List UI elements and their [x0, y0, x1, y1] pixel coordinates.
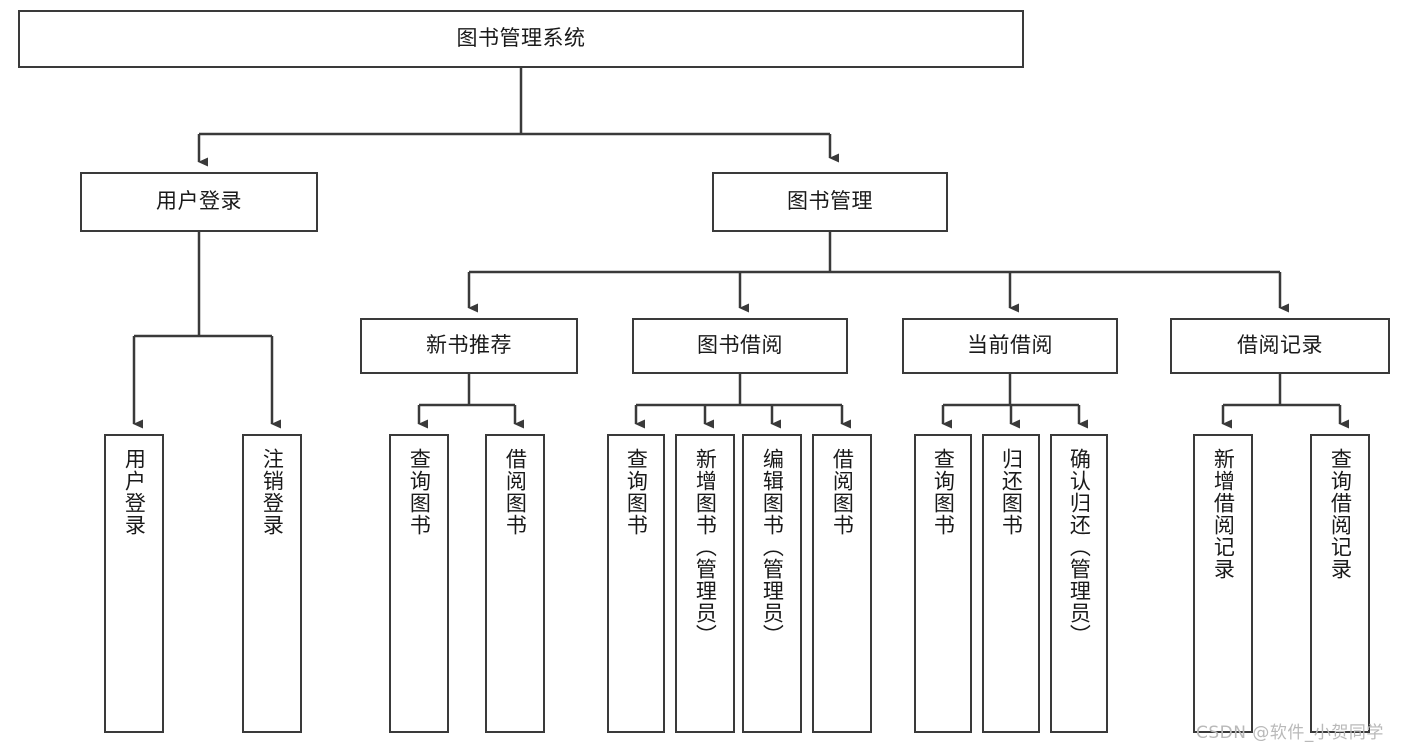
node-label: 编辑图书（管理员） [760, 448, 785, 646]
node-label: 用户登录 [122, 448, 147, 536]
node-leaf-logout[interactable]: 注销登录 [242, 434, 302, 733]
node-leaf-search-books-recommend[interactable]: 查询图书 [389, 434, 449, 733]
node-label: 借阅记录 [1237, 333, 1323, 358]
node-leaf-user-login[interactable]: 用户登录 [104, 434, 164, 733]
node-leaf-search-books-current[interactable]: 查询图书 [914, 434, 972, 733]
node-label: 注销登录 [260, 448, 285, 536]
node-label: 查询图书 [624, 448, 649, 536]
node-root-system[interactable]: 图书管理系统 [18, 10, 1024, 68]
node-book-borrow[interactable]: 图书借阅 [632, 318, 848, 374]
node-leaf-add-book-admin[interactable]: 新增图书（管理员） [675, 434, 735, 733]
node-label: 归还图书 [999, 448, 1024, 536]
node-book-management[interactable]: 图书管理 [712, 172, 948, 232]
node-label: 图书管理 [787, 189, 873, 214]
node-leaf-search-borrow-record[interactable]: 查询借阅记录 [1310, 434, 1370, 733]
node-leaf-edit-book-admin[interactable]: 编辑图书（管理员） [742, 434, 802, 733]
node-new-book-recommend[interactable]: 新书推荐 [360, 318, 578, 374]
node-label: 查询图书 [407, 448, 432, 536]
node-leaf-search-books-borrow[interactable]: 查询图书 [607, 434, 665, 733]
node-label: 新增借阅记录 [1211, 448, 1236, 580]
node-label: 借阅图书 [830, 448, 855, 536]
node-label: 查询借阅记录 [1328, 448, 1353, 580]
node-label: 查询图书 [931, 448, 956, 536]
node-user-login[interactable]: 用户登录 [80, 172, 318, 232]
node-label: 用户登录 [156, 189, 242, 214]
node-current-borrow[interactable]: 当前借阅 [902, 318, 1118, 374]
node-label: 图书管理系统 [456, 26, 586, 51]
node-label: 当前借阅 [967, 333, 1053, 358]
node-label: 新增图书（管理员） [693, 448, 718, 646]
node-borrow-records[interactable]: 借阅记录 [1170, 318, 1390, 374]
node-label: 图书借阅 [697, 333, 783, 358]
node-leaf-borrow-books[interactable]: 借阅图书 [812, 434, 872, 733]
node-leaf-borrow-books-recommend[interactable]: 借阅图书 [485, 434, 545, 733]
node-label: 确认归还（管理员） [1067, 448, 1092, 646]
node-leaf-confirm-return-admin[interactable]: 确认归还（管理员） [1050, 434, 1108, 733]
node-leaf-add-borrow-record[interactable]: 新增借阅记录 [1193, 434, 1253, 733]
node-label: 新书推荐 [426, 333, 512, 358]
watermark-text: CSDN @软件_小贺同学 [1196, 723, 1384, 743]
node-label: 借阅图书 [503, 448, 528, 536]
node-leaf-return-books[interactable]: 归还图书 [982, 434, 1040, 733]
